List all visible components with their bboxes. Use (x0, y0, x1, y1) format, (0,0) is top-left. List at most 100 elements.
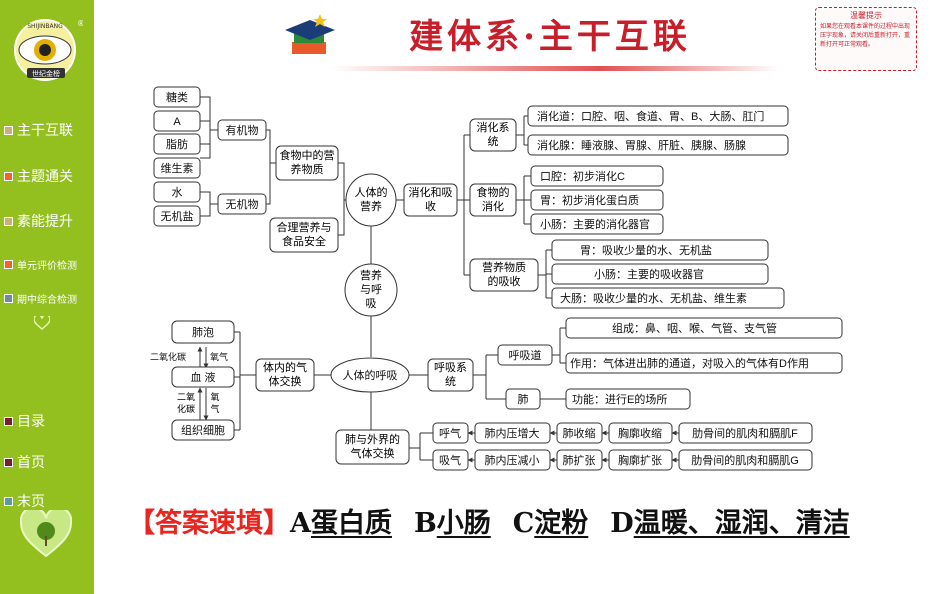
label-x4: 肋骨间的肌肉和膈肌G (691, 453, 799, 467)
label-h2: 肺收缩 (563, 426, 596, 440)
label-co2-bottom: 二氧化碳 (176, 392, 195, 414)
label-xiaochang-xishou: 小肠：主要的吸收器官 (594, 267, 704, 281)
label-shiwu: 食物中的营养物质 (279, 150, 335, 176)
nav-label: 主干互联 (17, 123, 73, 139)
nav-item-danyuan[interactable]: 单元评价检测 (0, 253, 94, 275)
label-wujiwu: 无机物 (226, 197, 259, 211)
node-box-dachang-xishou (551, 287, 785, 309)
node-box-wei-xishou (551, 239, 769, 261)
answer-letter: C (512, 508, 535, 539)
label-feipao: 肺泡 (192, 325, 214, 339)
nav-square-icon (4, 259, 13, 269)
nav-item-shouye[interactable]: 首页 (0, 451, 94, 473)
label-x1: 肺内压减小 (485, 453, 540, 467)
node-box-yingyang-xishou (469, 258, 539, 292)
graduation-cap-icon (285, 14, 335, 54)
answer-letter: A (290, 508, 311, 539)
node-box-huxidao (497, 344, 553, 366)
detail-labels: 消化道：口腔、咽、食道、胃、B、大肠、肛门 消化腺：睡液腺、胃腺、肝脏、胰腺、肠… (537, 109, 809, 406)
gas-labels: 二氧化碳 氧气 二氧化碳 氧气 (150, 351, 228, 414)
nav-item-moye[interactable]: 末页 (0, 490, 94, 512)
logo-registered: ® (77, 19, 83, 28)
label-zucheng: 组成：鼻、咽、喉、气管、支气管 (612, 321, 777, 335)
nav-square-icon (4, 293, 13, 303)
page-title: 建体系·主干互联 (409, 17, 691, 57)
node-box-kouqiang (530, 165, 664, 187)
nav-item-zhuti[interactable]: 主题通关 (0, 165, 94, 187)
answer-value: 蛋白质 (310, 508, 392, 539)
label-wei-xishou: 胃：吸收少量的水、无机盐 (580, 243, 712, 257)
label-huxi-xitong: 呼吸系统 (434, 362, 467, 388)
heart-icon (34, 316, 50, 330)
node-box-xiaochang-xiaohua (530, 213, 664, 235)
label-a: A (173, 116, 181, 128)
node-boxes (153, 86, 843, 471)
exchange-arrows (197, 346, 209, 421)
label-wei-xiaohua: 胃：初步消化蛋白质 (540, 193, 639, 207)
node-box-xueye (171, 366, 235, 388)
tip-box: 温馨提示 如果您在观看本课件的过程中出现压字现象，请关闭后重新打开，重新打开可正… (815, 7, 917, 71)
node-box-x3 (608, 449, 673, 471)
node-box-heli (269, 217, 339, 253)
node-box-zuoyong (565, 352, 843, 374)
nav-square-icon (4, 125, 13, 135)
sidebar: SHIJINBANG 世纪金榜 ® 主干互联 主题通关 素能提升 单元评价检测 … (0, 0, 94, 594)
label-yingyang-huxi: 营养与呼吸 (360, 270, 382, 310)
node-box-h1 (474, 422, 551, 444)
title-banner: 建体系·主干互联 (285, 14, 780, 71)
node-box-xiaochang-xishou (551, 263, 769, 285)
node-box-shiwu-xiaohua (469, 183, 517, 217)
label-youjiwu: 有机物 (226, 123, 259, 137)
label-fei: 肺 (518, 393, 529, 406)
label-xiaohua-xishou: 消化和吸收 (408, 187, 453, 213)
node-box-x1 (474, 449, 551, 471)
node-box-renti-huxi (330, 357, 410, 393)
node-box-tang (153, 86, 201, 108)
node-box-renti-yingyang (345, 173, 397, 227)
nav-item-suneng[interactable]: 素能提升 (0, 210, 94, 232)
label-tang: 糖类 (166, 90, 188, 104)
nav-square-icon (4, 457, 13, 467)
title-underline (330, 66, 780, 71)
nav-square-icon (4, 496, 13, 506)
label-xueye: 血 液 (190, 370, 215, 384)
label-heli: 合理营养与食品安全 (276, 222, 332, 248)
nav-item-mulu[interactable]: 目录 (0, 410, 94, 432)
logo-subtext: 世纪金榜 (32, 69, 60, 78)
answer-prefix: 【答案速填】 (128, 508, 290, 539)
label-kouqiang: 口腔：初步消化C (540, 169, 625, 183)
label-wujiyan: 无机盐 (161, 209, 194, 223)
answer-letter: B (413, 508, 437, 539)
node-box-shui (153, 181, 201, 203)
diagram-canvas: 建体系·主干互联 (150, 14, 843, 471)
nav-label: 单元评价检测 (17, 260, 77, 272)
label-xiaochang-xiaohua: 小肠：主要的消化器官 (540, 217, 650, 231)
node-box-gongneng (565, 388, 691, 410)
nav-square-icon (4, 171, 13, 181)
nav-item-qizhong[interactable]: 期中综合检测 (0, 287, 94, 309)
node-box-h4 (678, 422, 813, 444)
label-huqi: 呼气 (439, 426, 461, 440)
label-h3: 胸廓收缩 (618, 426, 662, 440)
node-box-x2 (556, 449, 603, 471)
node-box-zuzhi (171, 419, 235, 441)
node-box-zucheng (565, 317, 843, 339)
node-box-tinei (255, 358, 315, 392)
label-shui: 水 (172, 186, 183, 199)
logo-eye-icon: SHIJINBANG 世纪金榜 ® (14, 19, 83, 81)
breathing-chain-arrows (467, 430, 679, 463)
multiline-labels: 食物中的营养物质 合理营养与食品安全 人体的营养 消化和吸收 营养与呼吸 消化系… (263, 122, 526, 460)
node-box-xiaohuaxian (527, 134, 789, 156)
node-labels: 糖类 A 脂肪 维生素 水 无机盐 有机物 无机物 (161, 90, 259, 223)
node-box-xiaohua-xishou (403, 183, 458, 217)
label-renti-yingyang: 人体的营养 (354, 187, 388, 213)
node-box-huqi (432, 422, 469, 444)
label-x3: 胸廓扩张 (618, 453, 662, 467)
label-zuzhi: 组织细胞 (181, 423, 225, 437)
label-shiwu-xiaohua: 食物的消化 (476, 187, 510, 213)
node-box-xiaohuadao (527, 105, 789, 127)
label-zhifang: 脂肪 (166, 137, 188, 151)
node-box-huxi-xitong (427, 358, 474, 392)
nav-item-zhugan[interactable]: 主干互联 (0, 119, 94, 141)
label-xiaohuadao: 消化道：口腔、咽、食道、胃、B、大肠、肛门 (537, 109, 764, 123)
